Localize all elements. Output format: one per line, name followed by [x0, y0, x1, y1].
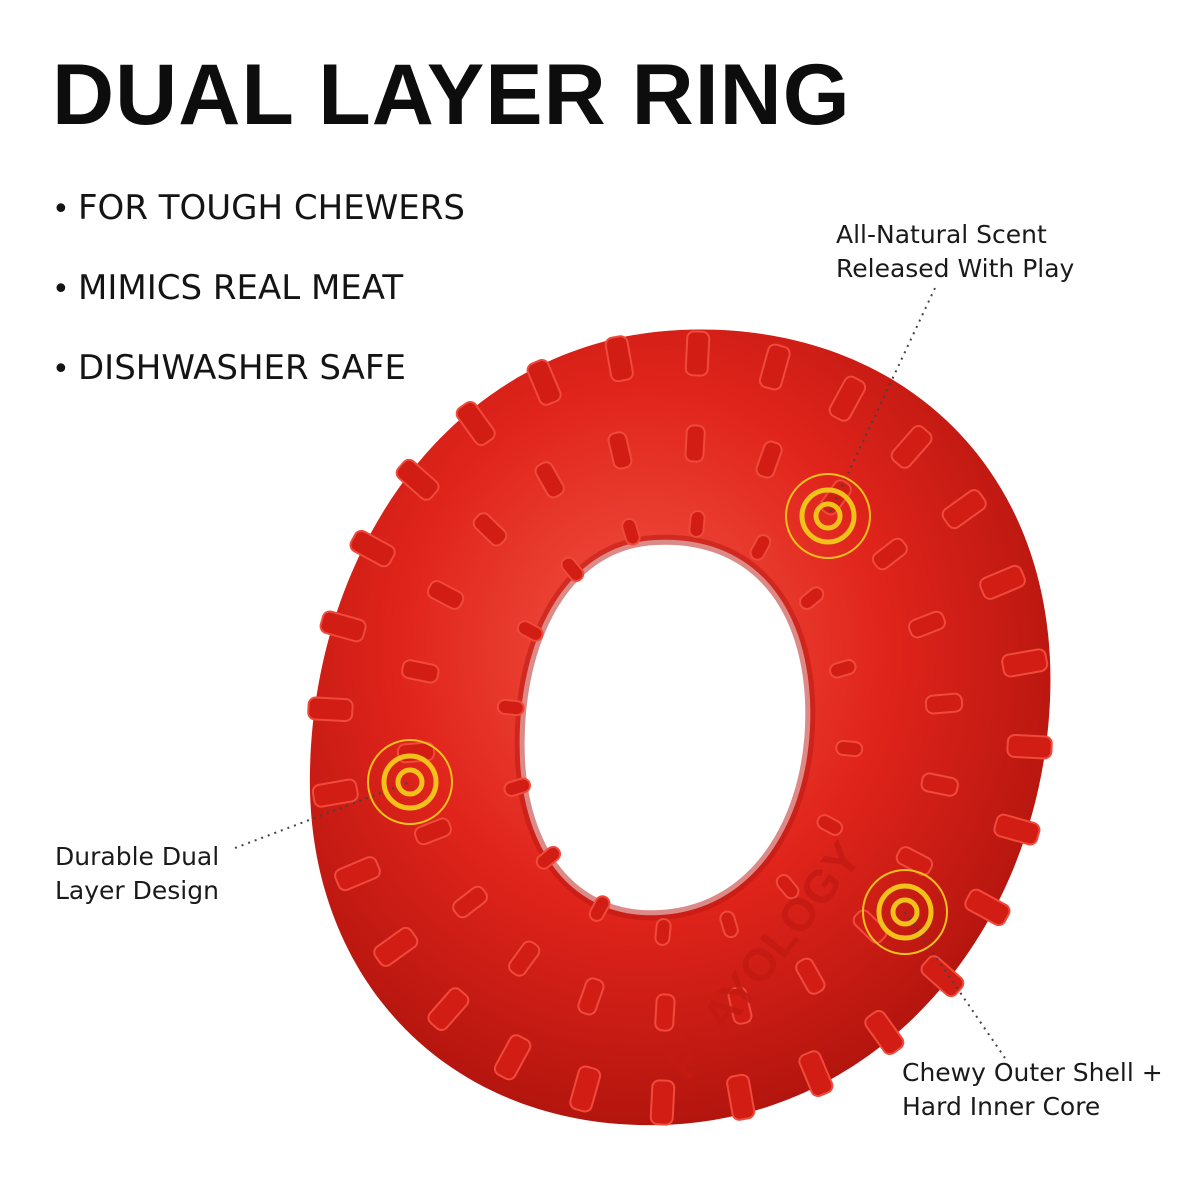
tread-nub — [864, 1009, 905, 1056]
tread-nub — [871, 537, 908, 571]
tread-nub — [472, 512, 508, 547]
tread-nub — [560, 556, 585, 582]
feature-item: •FOR TOUGH CHEWERS — [52, 188, 465, 228]
leader-line-chewy — [904, 911, 1006, 1059]
page-title: DUAL LAYER RING — [52, 47, 851, 143]
target-icon — [862, 869, 948, 955]
tread-nub — [526, 359, 562, 406]
tread-nub — [401, 659, 440, 684]
tread-nub — [795, 957, 826, 995]
leader-line-durable — [234, 781, 411, 849]
tread-nub — [607, 431, 633, 470]
target-icon — [367, 739, 453, 825]
tread-nub — [798, 1050, 834, 1097]
tread-nub — [654, 993, 676, 1032]
callout-scent: All-Natural Scent Released With Play — [836, 220, 1075, 283]
tread-nub — [684, 424, 706, 463]
tread-nub — [493, 1034, 532, 1081]
tread-nub — [758, 343, 791, 391]
tread-nubs — [307, 330, 1053, 1126]
tread-nub — [829, 659, 857, 679]
feature-item: •DISHWASHER SAFE — [52, 348, 406, 388]
bullet-icon: • — [52, 192, 70, 227]
tread-nub — [993, 813, 1041, 846]
tread-nub — [334, 856, 381, 892]
tread-nub — [588, 895, 611, 922]
tread-nub — [920, 772, 959, 797]
tread-nub — [908, 610, 946, 639]
tread-nub — [654, 918, 672, 946]
tread-nub — [319, 610, 367, 643]
tread-nub — [895, 846, 934, 876]
bullet-icon: • — [52, 352, 70, 387]
feature-list: •FOR TOUGH CHEWERS •MIMICS REAL MEAT •DI… — [52, 188, 465, 428]
tread-nub — [688, 510, 706, 538]
tread-nub — [775, 874, 800, 900]
tread-nub — [816, 814, 844, 836]
tread-nub — [1001, 648, 1049, 678]
tread-nub — [621, 517, 641, 546]
chew-ring: PLAYOLOGY — [307, 329, 1053, 1126]
tread-nub — [852, 909, 888, 944]
tread-nub — [311, 778, 359, 808]
tread-nub — [373, 926, 419, 967]
tread-nub — [455, 400, 496, 447]
tread-nub — [569, 1065, 602, 1113]
tread-nub — [920, 955, 965, 998]
leader-lines — [234, 287, 1006, 1059]
tread-nub — [535, 845, 562, 870]
tread-nub — [516, 620, 544, 642]
callout-durable: Durable Dual Layer Design — [55, 842, 220, 905]
feature-item: •MIMICS REAL MEAT — [52, 268, 404, 308]
tread-nub — [427, 987, 470, 1031]
bullet-icon: • — [52, 272, 70, 307]
tread-nub — [964, 888, 1011, 927]
tread-nub — [414, 817, 452, 846]
tread-nub — [726, 1073, 756, 1121]
tread-nub — [452, 885, 489, 919]
tread-nub — [395, 458, 440, 501]
tread-nub — [749, 534, 772, 561]
tread-nub — [890, 425, 933, 469]
tread-nub — [307, 696, 354, 723]
tread-nub — [755, 440, 783, 479]
tread-nub — [979, 564, 1026, 600]
tread-nub — [534, 461, 565, 499]
tread-nub — [426, 580, 465, 610]
tread-nub — [649, 1079, 676, 1126]
tread-nub — [828, 375, 867, 422]
tread-nub — [508, 940, 541, 977]
tread-nub — [684, 330, 711, 377]
tread-nub — [798, 586, 825, 611]
tread-nub — [496, 698, 525, 717]
tread-nub — [503, 777, 531, 797]
target-icon — [785, 473, 871, 559]
tread-nub — [1006, 733, 1053, 760]
tread-nub — [719, 910, 739, 939]
tread-nub — [924, 692, 964, 715]
tread-nub — [941, 489, 987, 530]
tread-nub — [577, 977, 605, 1016]
tread-nub — [604, 335, 634, 383]
tread-nub — [727, 986, 753, 1025]
callout-chewy: Chewy Outer Shell + Hard Inner Core — [902, 1058, 1163, 1121]
tread-nub — [835, 739, 864, 758]
tread-nub — [349, 529, 396, 568]
